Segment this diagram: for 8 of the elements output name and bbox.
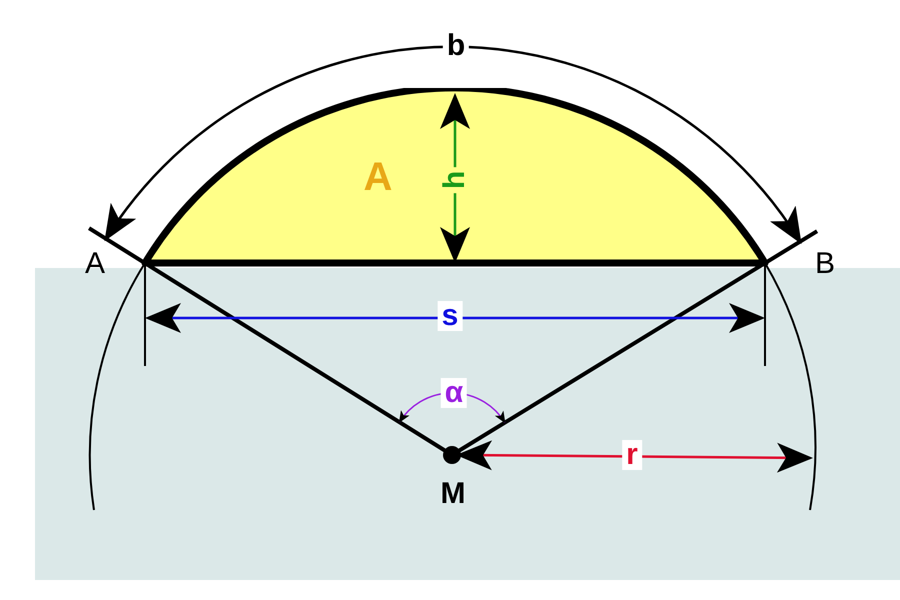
point-label: A xyxy=(85,249,105,279)
angle-label: α xyxy=(440,378,468,408)
radius-label: r xyxy=(622,440,642,470)
area-label: A xyxy=(364,162,392,192)
point-label: B xyxy=(815,249,835,279)
circular-segment xyxy=(140,88,770,268)
chord-label: s xyxy=(438,301,462,331)
point-label: M xyxy=(440,479,466,509)
